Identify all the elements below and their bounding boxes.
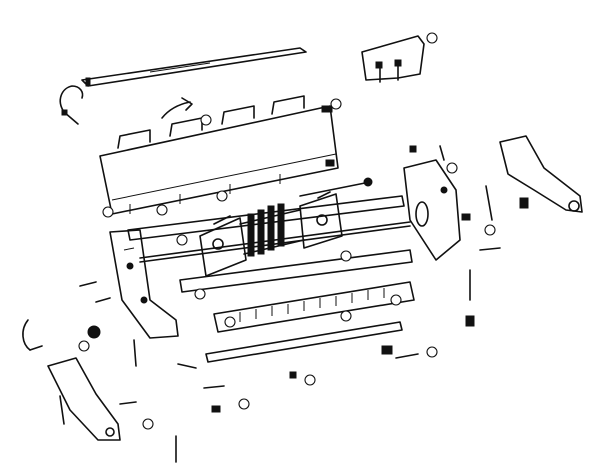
callout-marker: [176, 234, 188, 246]
right-side-frame: [403, 159, 461, 261]
tractor-strip: [213, 281, 415, 333]
callout-marker: [78, 340, 90, 352]
callout-marker: [238, 398, 250, 410]
right-top-bracket: [499, 135, 583, 213]
left-clip: [22, 319, 43, 351]
part-callouts: [78, 32, 496, 430]
callout-marker: [102, 206, 114, 218]
front-platen: [179, 249, 413, 293]
left-side-frame: [109, 229, 179, 339]
callout-marker: [390, 294, 402, 306]
callout-marker: [200, 114, 212, 126]
callout-marker: [426, 346, 438, 358]
small-parts: [59, 145, 501, 463]
callout-marker: [446, 162, 458, 174]
callout-marker: [340, 310, 352, 322]
callout-marker: [304, 374, 316, 386]
print-head-carriage: [199, 191, 343, 277]
back-paper-panel: [99, 95, 339, 215]
left-bottom-bracket: [47, 357, 121, 441]
callout-marker: [484, 224, 496, 236]
top-spring: [161, 97, 193, 119]
bottom-bar: [205, 321, 403, 363]
top-left-clip: [59, 85, 84, 125]
callout-marker: [194, 288, 206, 300]
top-right-bracket: [361, 35, 425, 83]
top-guide-bar: [81, 47, 307, 87]
callout-marker: [330, 98, 342, 110]
callout-marker: [340, 250, 352, 262]
callout-marker: [142, 418, 154, 430]
carriage-shaft: [299, 177, 373, 197]
callout-marker: [156, 204, 168, 216]
callout-marker: [426, 32, 438, 44]
left-knob: [87, 325, 101, 339]
callout-marker: [216, 190, 228, 202]
carriage-rail: [127, 195, 411, 263]
callout-marker: [224, 316, 236, 328]
